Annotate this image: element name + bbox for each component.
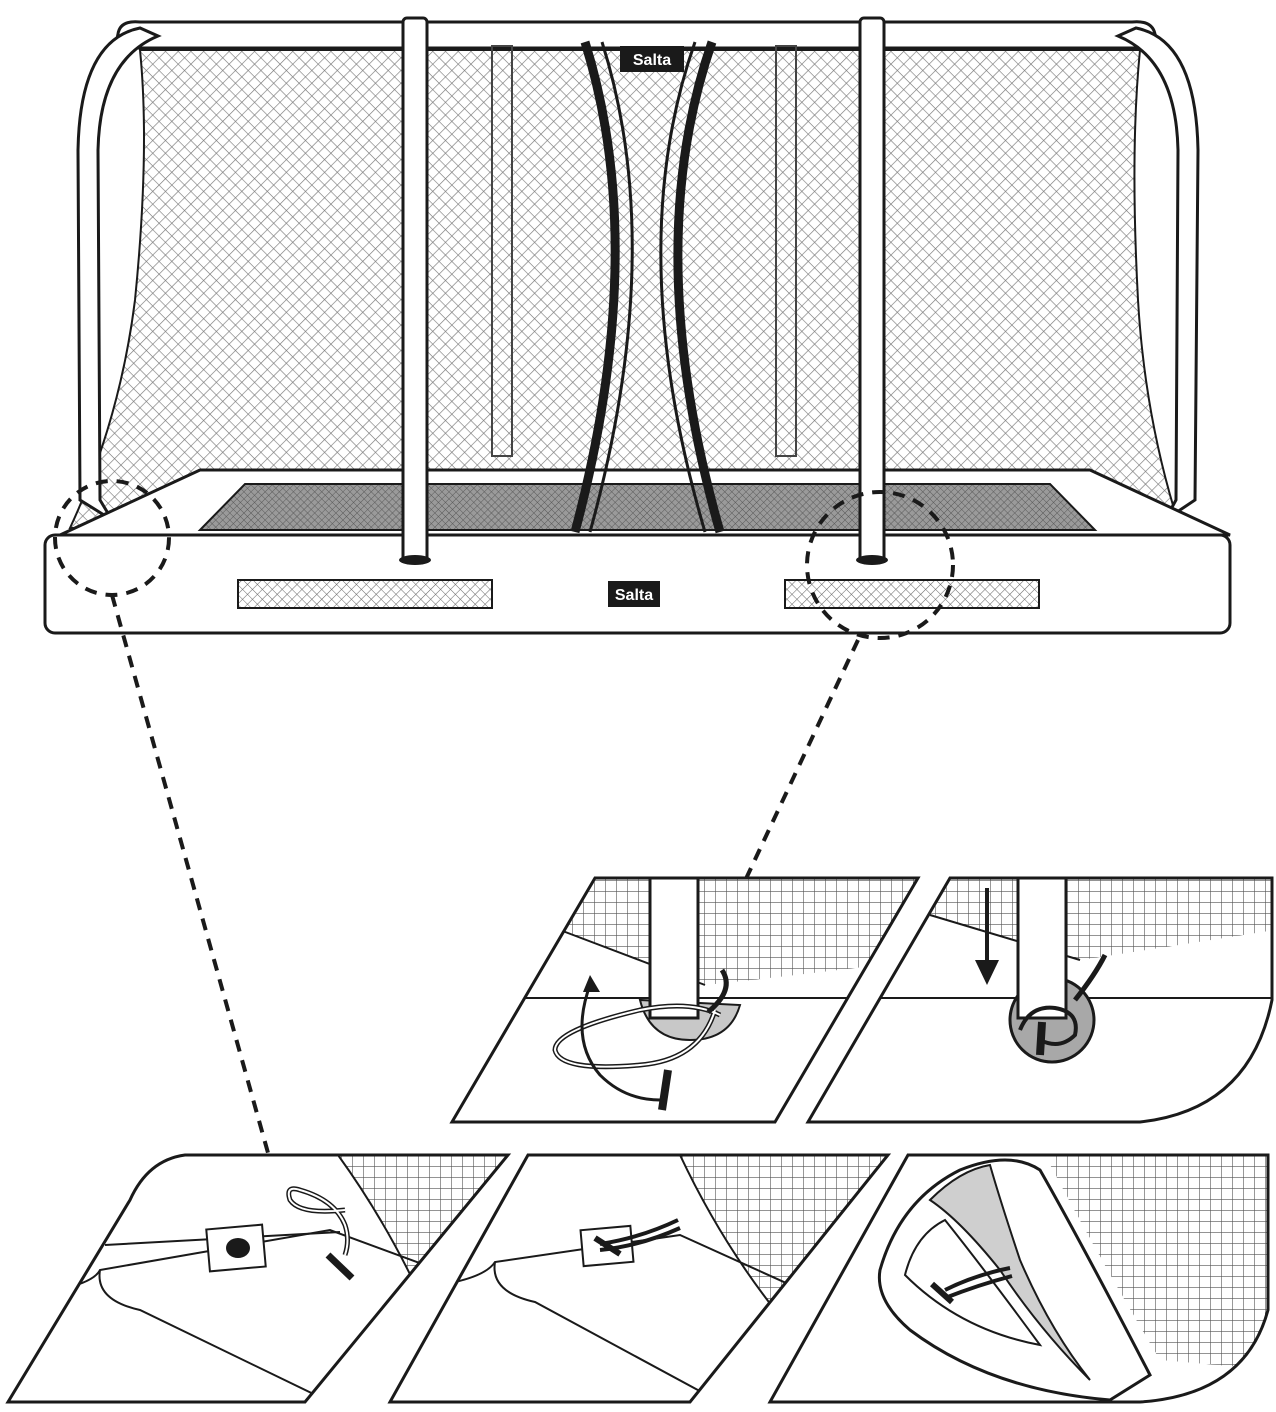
- front-pole-right: [856, 16, 888, 565]
- trampoline-overview: Salta Salta: [43, 16, 1232, 640]
- toggle-pin-a: [658, 1069, 672, 1111]
- frame-logo: Salta: [608, 581, 660, 607]
- jumping-mat: [197, 483, 1098, 531]
- leader-line-corner: [110, 594, 272, 1161]
- front-pole-left: [399, 16, 431, 565]
- entrance-zipper-left: [570, 40, 620, 534]
- corner-pole-right: [1114, 26, 1200, 522]
- down-arrow-icon: [975, 960, 999, 985]
- toggle-pin-1: [325, 1252, 355, 1281]
- pole-a: [648, 878, 700, 1020]
- pole-b: [1016, 878, 1068, 1020]
- frame-logo-text: Salta: [615, 587, 653, 604]
- entrance-zipper-left-inner: [588, 41, 634, 533]
- back-pole-right: [775, 45, 797, 457]
- elastic-loop-3: [944, 1266, 1013, 1300]
- callout-circle-pole: [805, 490, 955, 640]
- entrance-zipper-right: [673, 40, 725, 534]
- entrance-zipper-right-inner: [659, 41, 707, 533]
- toggle-pin-3: [929, 1281, 955, 1305]
- enclosure-net: [68, 49, 1182, 529]
- mesh-window-right: [784, 579, 1040, 609]
- leader-line-pole: [666, 639, 860, 1046]
- rotate-arrow: [580, 984, 661, 1102]
- elastic-loop-b: [1018, 1005, 1078, 1046]
- toggle-pin-2: [593, 1235, 622, 1257]
- back-pole-left: [491, 45, 513, 457]
- toggle-pin-b: [1036, 1021, 1046, 1056]
- ring-tab-hole-1: [226, 1238, 250, 1258]
- pad-fold-shade: [928, 1163, 1091, 1381]
- net-logo-text: Salta: [633, 52, 671, 69]
- net-logo: Salta: [620, 46, 684, 72]
- corner-pole-left: [76, 26, 162, 522]
- mesh-window-left: [237, 579, 493, 609]
- top-rail: [113, 20, 1163, 50]
